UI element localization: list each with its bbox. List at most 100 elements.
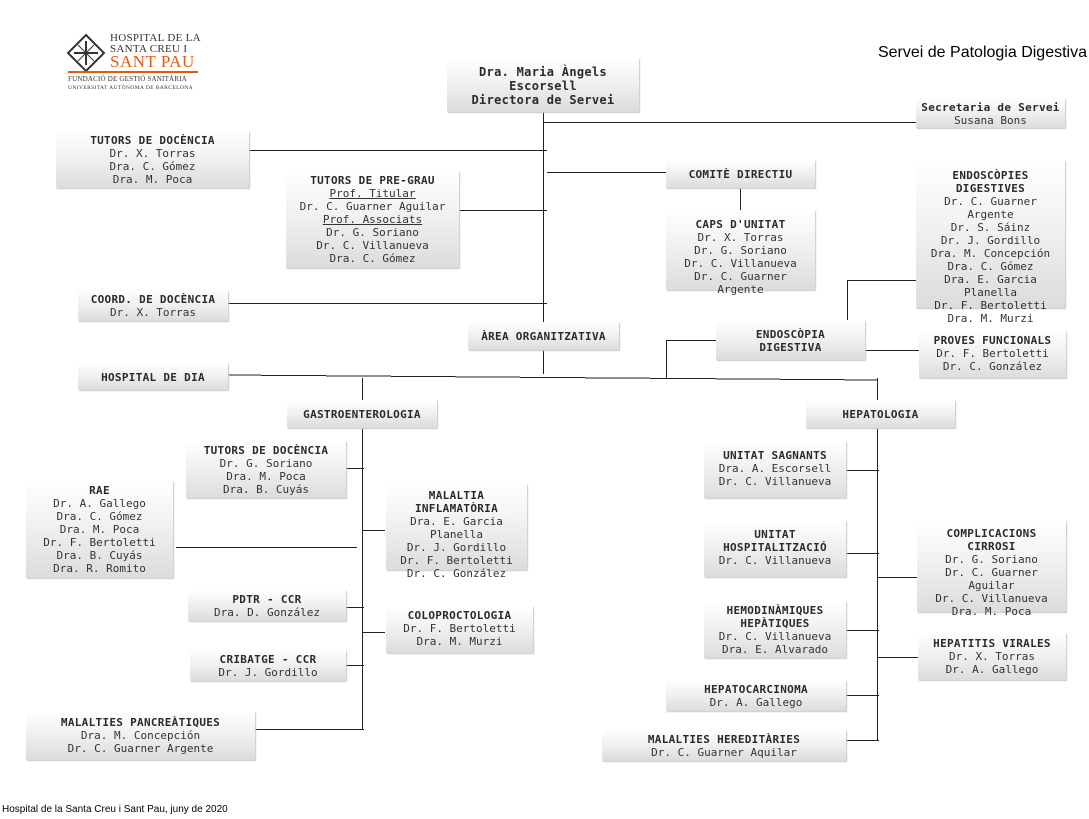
logo-university: UNIVERSITAT AUTÒNOMA DE BARCELONA (68, 85, 193, 91)
logo-name: HOSPITAL DE LA SANTA CREU I (110, 32, 201, 55)
member: Dra. B. Cuyás (222, 483, 310, 496)
member: Dr. F. Bertoletti (936, 347, 1049, 360)
hereditaries-title: MALALTIES HEREDITÀRIES (647, 733, 801, 746)
hospital-logo: HOSPITAL DE LA SANTA CREU I SANT PAU FUN… (66, 33, 216, 95)
member: Dra. M. Poca (59, 523, 140, 536)
endoscopia-title-2: DIGESTIVA (759, 340, 822, 354)
hospital-dia-title: HOSPITAL DE DIA (101, 370, 205, 384)
hepatologia-node: HEPATOLOGIA (806, 400, 955, 428)
member: Dr. C. Guarner Aguilar (299, 200, 446, 213)
endoscopies-digestives-node: ENDOSCÒPIES DIGESTIVES Dr. C. Guarner Ar… (916, 160, 1065, 325)
member: Dr. A. Gallego (709, 696, 803, 709)
cribatge-title: CRIBATGE - CCR (219, 653, 317, 666)
coord-docencia-node: COORD. DE DOCÈNCIA Dr. X. Torras (78, 290, 228, 321)
member: Dr. F. Bertoletti (934, 299, 1047, 312)
caps-unitat-title: CAPS D'UNITAT (695, 218, 786, 231)
member: Dra. M. Poca (226, 470, 306, 483)
hospital-dia-node: HOSPITAL DE DIA (78, 363, 228, 390)
malaltia-title-2: INFLAMATÒRIA (414, 502, 499, 515)
member: Dr. G. Soriano (326, 226, 419, 239)
hospitalitzacio-title: UNITAT (754, 528, 796, 541)
service-title: Servei de Patologia Digestiva (877, 44, 1087, 61)
secretaria-title: Secretaria de Servei (921, 101, 1060, 114)
member: Dr. G. Soriano (219, 457, 313, 470)
tutors-docencia-title: TUTORS DE DOCÈNCIA (90, 134, 215, 147)
prof-associats-label: Prof. Associats (322, 213, 423, 226)
member: Dra. A. Escorsell (718, 462, 832, 475)
gastroenterologia-title: GASTROENTEROLOGIA (303, 408, 421, 421)
pancreatiques-title: MALALTIES PANCREÀTIQUES (60, 716, 221, 729)
member: Dra. E. Garcia Planella (944, 273, 1037, 299)
member: Dra. M. Murzi (947, 312, 1034, 325)
pdtr-ccr-node: PDTR - CCR Dra. D. González (188, 590, 346, 621)
tutors-pregrau-title: TUTORS DE PRE-GRAU (310, 174, 435, 187)
member: Dr. X. Torras (109, 306, 197, 319)
hemodinamiques-hepatiques-node: HEMODINÀMIQUES HEPÀTIQUES Dr. C. Villanu… (704, 601, 846, 658)
unitat-hospitalitzacio-node: UNITAT HOSPITALITZACIÓ Dr. C. Villanueva (704, 520, 846, 577)
hemodinamiques-title: HEMODINÀMIQUES (726, 604, 824, 617)
tutors-docencia-node: TUTORS DE DOCÈNCIA Dr. X. Torras Dra. C.… (56, 131, 249, 188)
member: Dra. C. Gómez (109, 160, 196, 173)
hospitalitzacio-title-2: HOSPITALITZACIÓ (723, 541, 827, 554)
member: Dr. C. Villanueva (935, 592, 1048, 605)
logo-sant-pau: SANT PAU (110, 52, 195, 71)
hemodinamiques-title-2: HEPÀTIQUES (740, 617, 810, 630)
proves-funcionals-node: PROVES FUNCIONALS Dr. F. Bertoletti Dr. … (919, 331, 1066, 378)
gastroenterologia-node: GASTROENTEROLOGIA (287, 400, 437, 428)
member: Dr. C. Guarner Argente (694, 270, 787, 296)
endoscopia-title: ENDOSCÒPIA (755, 327, 826, 341)
proves-title: PROVES FUNCIONALS (933, 334, 1052, 347)
member: Dr. J. Gordillo (218, 666, 318, 679)
member: Dr. C. Guarner Aquilar (651, 746, 797, 759)
member: Dr. F. Bertoletti (400, 554, 513, 567)
director-name: Dra. Maria Àngels Escorsell (479, 64, 607, 93)
rae-node: RAE Dr. A. Gallego Dra. C. Gómez Dra. M.… (26, 481, 173, 578)
member: Dra. M. Poca (112, 173, 193, 186)
hepatitis-virales-node: HEPATITIS VIRALES Dr. X. Torras Dr. A. G… (918, 633, 1066, 680)
member: Dr. C. González (406, 567, 507, 580)
rae-title: RAE (89, 484, 110, 497)
member: Dra. E. Garcia Planella (410, 515, 503, 541)
member: Dr. X. Torras (948, 650, 1036, 663)
hospital-crest-icon (66, 33, 106, 73)
complicacions-cirrosi-node: COMPLICACIONS CIRROSI Dr. G. Soriano Dr.… (917, 520, 1066, 618)
member: Dr. A. Gallego (945, 663, 1039, 676)
member: Dr. C. Villanueva (718, 630, 832, 643)
member: Dr. A. Gallego (53, 497, 146, 510)
endoscopies-title-2: DIGESTIVES (955, 182, 1026, 195)
caps-unitat-node: CAPS D'UNITAT Dr. X. Torras Dr. G. Soria… (666, 210, 815, 296)
secretaria-member: Susana Bons (954, 114, 1027, 127)
malalties-hereditaries-node: MALALTIES HEREDITÀRIES Dr. C. Guarner Aq… (602, 730, 846, 761)
complicacions-title-2: CIRROSI (967, 540, 1016, 553)
endoscopies-title: ENDOSCÒPIES (952, 169, 1029, 182)
coord-docencia-title: COORD. DE DOCÈNCIA (90, 293, 216, 306)
logo-foundation: FUNDACIÓ DE GESTIÓ SANITÀRIA (68, 75, 187, 83)
comite-directiu-node: COMITÈ DIRECTIU (666, 160, 815, 188)
gastro-tutors-title: TUTORS DE DOCÈNCIA (203, 444, 329, 457)
hepatocarcinoma-title: HEPATOCARCINOMA (704, 683, 808, 696)
logo-accent-bar (68, 71, 198, 73)
member: Dr. C. Villanueva (684, 257, 797, 270)
sagnants-title: UNITAT SAGNANTS (723, 449, 827, 462)
member: Dra. C. Gómez (947, 260, 1034, 273)
member: Dr. C. Villanueva (316, 239, 429, 252)
gastro-tutors-node: TUTORS DE DOCÈNCIA Dr. G. Soriano Dra. M… (186, 441, 346, 498)
member: Dr. J. Gordillo (406, 541, 507, 554)
member: Dr. J. Gordillo (940, 234, 1041, 247)
endoscopia-digestiva-node: ENDOSCÒPIA DIGESTIVA (716, 320, 865, 360)
member: Dra. R. Romito (53, 562, 146, 575)
unitat-sagnants-node: UNITAT SAGNANTS Dra. A. Escorsell Dr. C.… (704, 441, 846, 498)
area-organitzativa-title: ÀREA ORGANITZATIVA (481, 330, 606, 343)
member: Dr. C. González (942, 360, 1043, 373)
member: Dr. C. Guarner Argente (944, 195, 1037, 221)
member: Dr. C. Guarner Aguilar (945, 566, 1038, 592)
comite-title: COMITÈ DIRECTIU (688, 168, 793, 181)
member: Dr. F. Bertoletti (43, 536, 156, 549)
prof-titular-label: Prof. Titular (329, 187, 416, 200)
director-role: Directora de Servei (471, 92, 615, 107)
member: Dra. E. Alvarado (722, 643, 828, 656)
member: Dra. M. Concepción (930, 247, 1051, 260)
member: Dr. C. Villanueva (718, 554, 832, 567)
member: Dra. M. Poca (951, 605, 1032, 618)
